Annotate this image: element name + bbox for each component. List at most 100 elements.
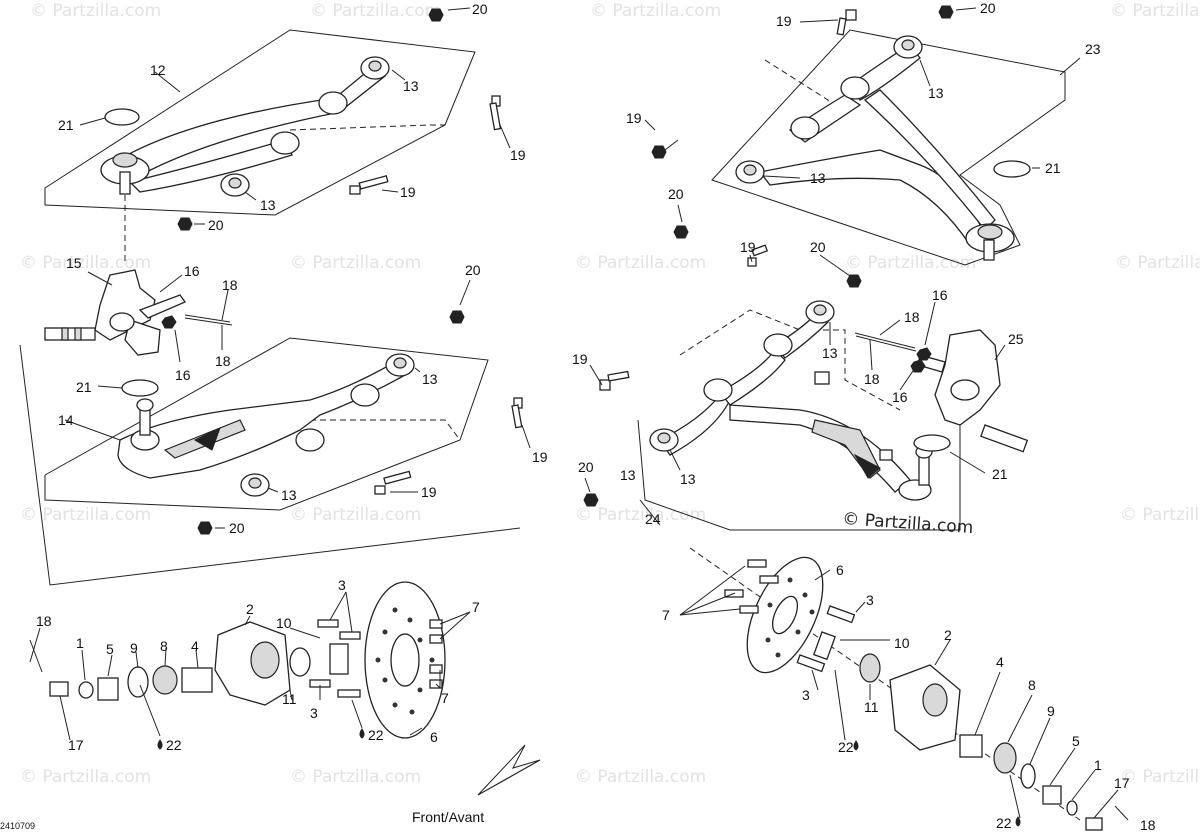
copyright-stamp: © Partzilla.com [842, 509, 974, 538]
left-lower-a-arm [19, 279, 531, 586]
bolt-icon [489, 95, 502, 131]
callout-label: 20 [980, 0, 996, 16]
callout-label: 23 [1085, 41, 1101, 57]
left-upper-a-arm [44, 7, 511, 265]
left-knuckle [44, 269, 233, 397]
callout-label: 24 [645, 511, 661, 527]
watermark: © Partzilla.com [290, 253, 421, 273]
watermark: © Partzilla.com [20, 767, 151, 787]
callout-label: 20 [465, 262, 481, 278]
callout-label: 6 [430, 729, 438, 745]
callout-label: 18 [36, 613, 52, 629]
callout-label: 20 [472, 1, 488, 17]
watermark: © Partzilla.com [575, 253, 706, 273]
callout-label: 19 [421, 484, 437, 500]
callout-label: 22 [996, 815, 1012, 831]
front-orientation-arrow-icon [477, 744, 541, 796]
callout-label: 10 [894, 635, 910, 651]
callout-label: 10 [276, 615, 292, 631]
callout-label: 7 [662, 607, 670, 623]
watermark: © Partzilla.com [310, 1, 441, 21]
callout-label: 13 [928, 85, 944, 101]
callout-label: 19 [776, 13, 792, 29]
callout-label: 13 [260, 197, 276, 213]
callout-label: 18 [864, 371, 880, 387]
callout-label: 11 [864, 699, 879, 715]
bolt-icon [309, 619, 361, 698]
callout-label: 5 [106, 641, 114, 657]
callout-label: 18 [222, 277, 238, 293]
oil-drop-icon [157, 739, 163, 750]
callout-label: 5 [1072, 733, 1080, 749]
callout-label: 15 [66, 255, 82, 271]
bolt-icon [511, 397, 523, 429]
callout-label: 20 [578, 459, 594, 475]
callout-label: 3 [310, 705, 318, 721]
callout-label: 13 [403, 78, 419, 94]
callout-label: 13 [620, 467, 636, 483]
callout-labels: 20 12 13 21 19 19 13 20 15 16 18 18 16 2… [36, 0, 1156, 832]
callout-label: 20 [208, 217, 224, 233]
watermark: © Partzilla.com [290, 767, 421, 787]
watermark: © Partzilla.com [1120, 505, 1200, 525]
callout-label: 11 [282, 691, 297, 707]
callout-label: 16 [932, 287, 948, 303]
callout-label: 17 [68, 737, 84, 753]
callout-label: 3 [338, 577, 346, 593]
orientation-label: Front/Avant [412, 809, 484, 825]
bolt-icon [374, 470, 412, 495]
watermark: © Partzilla.com [30, 1, 161, 21]
callout-label: 14 [58, 412, 74, 428]
callout-label: 2 [246, 601, 254, 617]
callout-label: 16 [184, 263, 200, 279]
callout-label: 19 [572, 351, 588, 367]
callout-label: 4 [996, 654, 1004, 670]
callout-label: 20 [810, 239, 826, 255]
callout-label: 20 [668, 186, 684, 202]
bolt-icon [349, 175, 389, 195]
callout-label: 22 [838, 739, 854, 755]
callout-label: 21 [58, 117, 74, 133]
callout-label: 18 [1140, 817, 1156, 832]
watermark: © Partzilla.com [590, 1, 721, 21]
callout-label: 8 [160, 638, 168, 654]
callout-label: 13 [422, 371, 438, 387]
callout-label: 21 [1045, 160, 1061, 176]
watermark: © Partzilla.com [845, 253, 976, 273]
callout-label: 22 [368, 727, 384, 743]
callout-label: 13 [822, 345, 838, 361]
watermark: © Partzilla.com [1110, 1, 1200, 21]
callout-label: 19 [740, 239, 756, 255]
callout-label: 13 [281, 487, 297, 503]
callout-label: 4 [191, 638, 199, 654]
callout-label: 7 [472, 599, 480, 615]
callout-label: 9 [130, 640, 138, 656]
callout-label: 19 [400, 184, 416, 200]
oil-drop-icon [1015, 816, 1021, 827]
callout-label: 25 [1008, 331, 1024, 347]
watermark: © Partzilla.com [1120, 767, 1200, 787]
watermark: © Partzilla.com [20, 253, 151, 273]
callout-label: 21 [992, 466, 1008, 482]
right-lower-a-arm [583, 244, 1029, 531]
diagram-code: 2410709 [0, 821, 35, 831]
callout-label: 1 [76, 635, 84, 651]
right-upper-a-arm [644, 5, 1081, 266]
callout-label: 21 [76, 379, 92, 395]
callout-label: 2 [944, 627, 952, 643]
callout-label: 3 [866, 592, 874, 608]
callout-label: 8 [1028, 677, 1036, 693]
callout-label: 22 [166, 737, 182, 753]
oil-drop-icon [359, 728, 365, 739]
callout-label: 19 [532, 449, 548, 465]
callout-label: 7 [441, 690, 449, 706]
watermark: © Partzilla.com [20, 505, 151, 525]
bolt-icon [836, 9, 857, 36]
callout-label: 13 [680, 471, 696, 487]
callout-label: 1 [1094, 757, 1102, 773]
callout-label: 16 [175, 367, 191, 383]
callout-label: 20 [229, 520, 245, 536]
callout-label: 19 [626, 110, 642, 126]
watermark: © Partzilla.com [575, 767, 706, 787]
